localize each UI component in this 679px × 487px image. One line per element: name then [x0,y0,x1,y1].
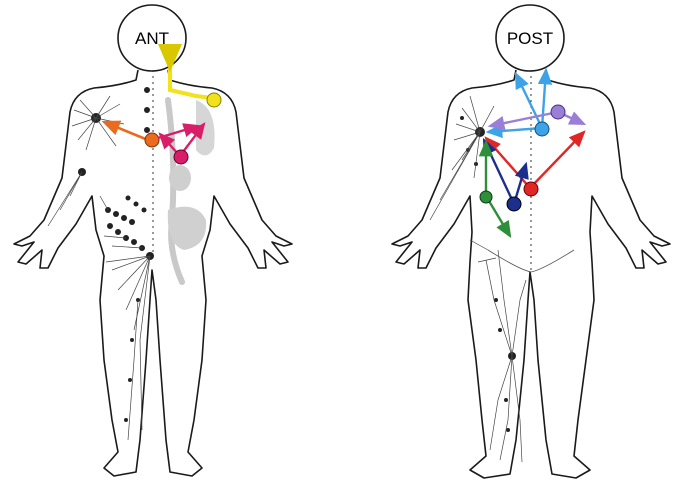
posterior-lymph-vessels [430,96,526,462]
posterior-red-node [524,182,538,196]
anterior-yellow-node [207,93,221,107]
anterior-view-label: ANT [135,29,169,48]
anterior-thoracic-duct [168,100,182,282]
anterior-orange-node [145,133,159,147]
posterior-view-label: POST [507,29,553,48]
anterior-magenta-arrow-3 [158,126,198,138]
anterior-yellow-path [170,68,212,98]
anterior-liver-shape [169,165,191,191]
anterior-lung-shape [196,100,215,156]
posterior-green-node [480,191,492,203]
anterior-orange-arrow [104,122,148,140]
posterior-red-arrow-2 [486,138,530,188]
posterior-figure: POST [392,5,670,478]
anterior-magenta-node [174,150,188,164]
posterior-blue-arrow-3 [488,128,542,132]
anterior-lymph-vessels [48,96,150,440]
posterior-red-arrow-1 [530,132,584,188]
posterior-drainage-paths [480,70,584,236]
posterior-blue-node [535,122,549,136]
posterior-purple-node [551,105,565,119]
posterior-blue-arrow-2 [542,70,546,128]
posterior-purple-arrow-1 [490,112,558,126]
posterior-navy-node [507,197,521,211]
anterior-figure: ANT [14,5,292,476]
